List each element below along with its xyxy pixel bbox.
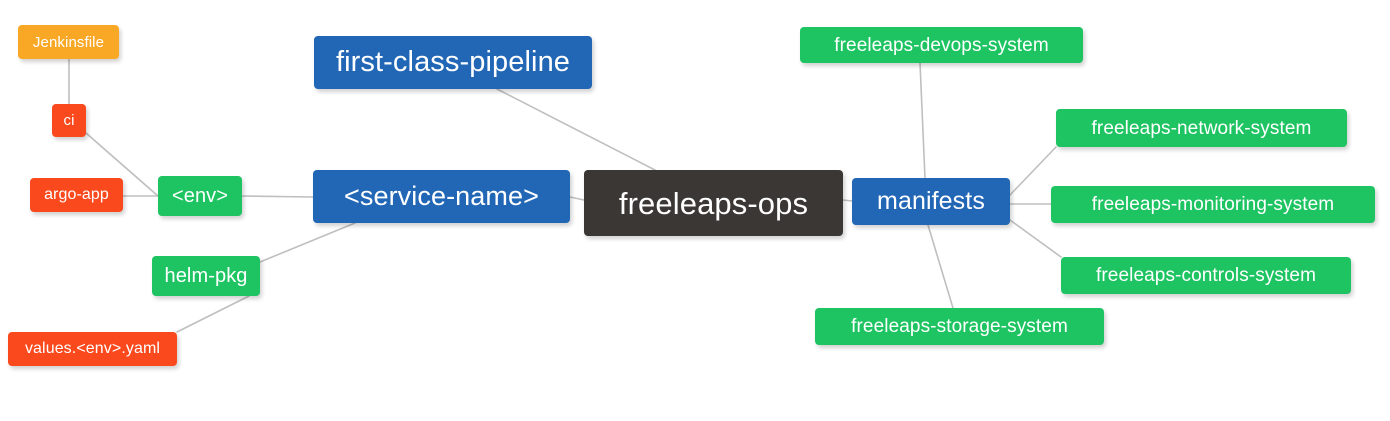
node-label-freeleaps-network-system: freeleaps-network-system — [1091, 117, 1312, 139]
edge-values-yaml-to-helm-pkg — [176, 295, 250, 333]
node-freeleaps-devops-system[interactable]: freeleaps-devops-system — [800, 27, 1083, 63]
node-freeleaps-monitoring-system[interactable]: freeleaps-monitoring-system — [1051, 186, 1375, 223]
node-freeleaps-network-system[interactable]: freeleaps-network-system — [1056, 109, 1347, 147]
edge-service-name-to-freeleaps-ops — [569, 196, 585, 201]
node-first-class-pipeline[interactable]: first-class-pipeline — [314, 36, 592, 89]
node-label-first-class-pipeline: first-class-pipeline — [335, 46, 571, 78]
node-label-helm-pkg: helm-pkg — [164, 265, 248, 287]
node-freeleaps-storage-system[interactable]: freeleaps-storage-system — [815, 308, 1104, 345]
node-label-freeleaps-controls-system: freeleaps-controls-system — [1095, 265, 1317, 286]
edge-manifests-to-freeleaps-storage-system — [927, 224, 954, 309]
node-service-name[interactable]: <service-name> — [313, 170, 570, 223]
node-label-service-name: <service-name> — [344, 181, 539, 211]
node-jenkinsfile[interactable]: Jenkinsfile — [18, 25, 119, 59]
edge-manifests-to-freeleaps-controls-system — [1009, 219, 1062, 258]
node-label-manifests: manifests — [877, 187, 985, 215]
edge-env-to-service-name — [241, 195, 314, 198]
node-label-freeleaps-ops: freeleaps-ops — [618, 185, 809, 221]
node-argo-app[interactable]: argo-app — [30, 178, 123, 212]
node-values-yaml[interactable]: values.<env>.yaml — [8, 332, 177, 366]
edge-freeleaps-ops-to-manifests — [842, 199, 853, 202]
node-label-env: <env> — [171, 185, 229, 207]
edge-manifests-to-freeleaps-devops-system — [919, 62, 926, 179]
node-label-freeleaps-monitoring-system: freeleaps-monitoring-system — [1091, 194, 1335, 215]
node-label-values-yaml: values.<env>.yaml — [24, 340, 161, 357]
node-env[interactable]: <env> — [158, 176, 242, 216]
node-ci[interactable]: ci — [52, 104, 86, 137]
edge-helm-pkg-to-service-name — [259, 222, 356, 263]
node-manifests[interactable]: manifests — [852, 178, 1010, 225]
node-label-freeleaps-devops-system: freeleaps-devops-system — [834, 34, 1049, 56]
node-label-ci: ci — [63, 112, 75, 129]
edge-manifests-to-freeleaps-network-system — [1009, 146, 1057, 196]
node-freeleaps-ops[interactable]: freeleaps-ops — [584, 170, 843, 236]
edge-first-class-pipeline-to-freeleaps-ops — [496, 88, 656, 171]
node-freeleaps-controls-system[interactable]: freeleaps-controls-system — [1061, 257, 1351, 294]
node-label-freeleaps-storage-system: freeleaps-storage-system — [851, 316, 1068, 337]
node-label-jenkinsfile: Jenkinsfile — [32, 33, 105, 51]
node-label-argo-app: argo-app — [44, 186, 109, 203]
node-helm-pkg[interactable]: helm-pkg — [152, 256, 260, 296]
